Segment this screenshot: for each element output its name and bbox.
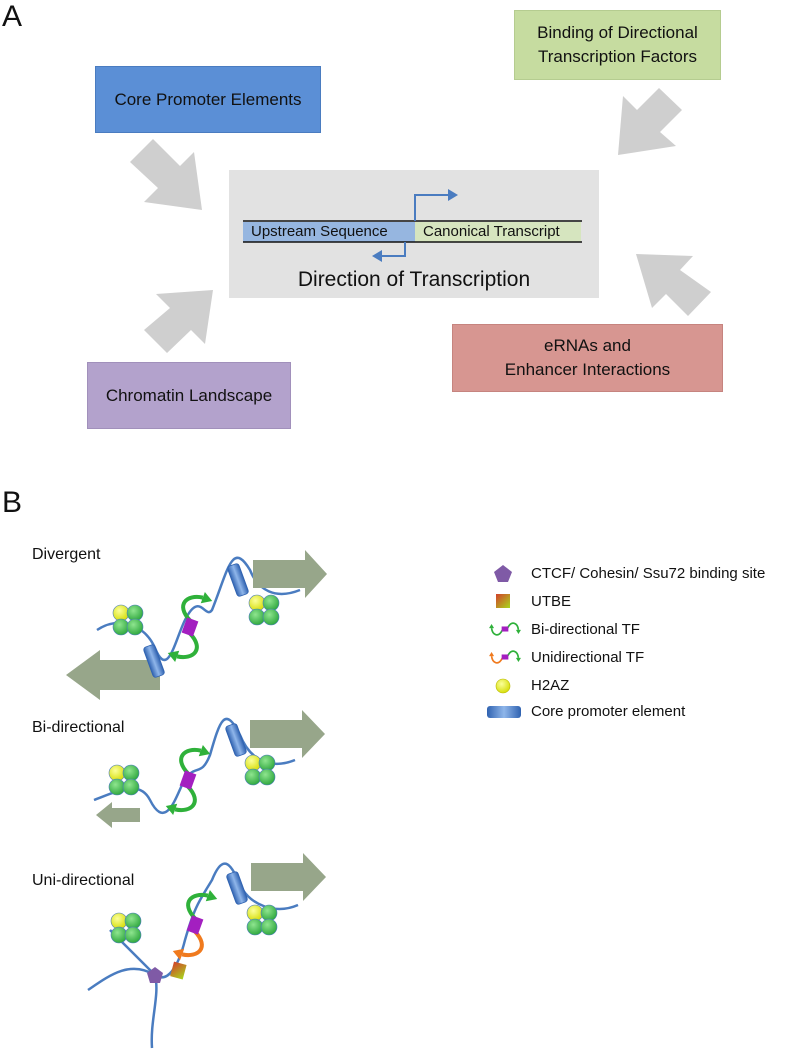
mode-label-bidirectional: Bi-directional — [32, 719, 125, 736]
canonical-transcript-bar: Canonical Transcript — [415, 222, 581, 242]
uni-tf-legend-icon — [488, 650, 522, 664]
legend-label-bi-tf: Bi-directional TF — [531, 621, 640, 638]
transcription-arrow-small — [96, 802, 140, 828]
bi-tf-icon — [161, 584, 219, 670]
legend-label-uni-tf: Unidirectional TF — [531, 649, 645, 666]
core-promoter-icon — [226, 562, 250, 598]
transcription-arrow-right — [250, 710, 325, 758]
uni-tf-icon — [166, 882, 224, 968]
transcription-arrow-left — [66, 650, 160, 700]
legend-label-utbe: UTBE — [531, 593, 572, 610]
unidirectional-diagram — [87, 853, 326, 1049]
sequence-lines — [243, 220, 582, 243]
gradient-square-icon — [496, 594, 510, 608]
binding-tf-box: Binding of Directional Transcription Fac… — [514, 10, 721, 80]
bidirectional-diagram — [93, 710, 325, 828]
cylinder-icon — [487, 706, 521, 718]
nucleosome-icon — [108, 764, 140, 796]
pentagon-icon — [494, 565, 512, 582]
legend-label-h2az: H2AZ — [531, 677, 570, 694]
panel-b-label: B — [2, 486, 23, 519]
nucleosome-icon — [246, 904, 278, 936]
core-promoter-box: Core Promoter Elements — [95, 66, 321, 133]
bi-tf-icon — [159, 737, 217, 823]
core-promoter-icon — [225, 870, 249, 906]
core-promoter-icon — [224, 722, 248, 758]
transcription-arrow-right — [251, 853, 326, 901]
arrow-erna — [636, 254, 711, 316]
arrow-core-promoter — [130, 139, 202, 210]
transcription-arrow-right — [253, 550, 327, 598]
chromatin-landscape-box: Chromatin Landscape — [87, 362, 291, 429]
tss-reverse-arrowhead — [372, 250, 382, 262]
bi-tf-legend-icon — [488, 622, 522, 636]
direction-title: Direction of Transcription — [297, 268, 531, 291]
ctcf-pentagon-icon — [147, 967, 163, 983]
nucleosome-icon — [248, 594, 280, 626]
legend-label-ctcf: CTCF/ Cohesin/ Ssu72 binding site — [531, 565, 766, 582]
upstream-sequence-bar: Upstream Sequence — [243, 222, 415, 242]
panel-a-label: A — [2, 0, 23, 33]
tss-arrows — [380, 194, 450, 257]
direction-center-box: Upstream Sequence Canonical Transcript D… — [229, 170, 599, 298]
erna-enhancer-box: eRNAs and Enhancer Interactions — [452, 324, 723, 392]
dna-strand — [109, 929, 158, 1049]
mode-label-unidirectional: Uni-directional — [32, 872, 135, 889]
legend-label-core-promoter: Core promoter element — [531, 703, 686, 720]
arrow-chromatin — [144, 290, 213, 353]
nucleosome-icon — [244, 754, 276, 786]
divergent-diagram — [66, 550, 327, 700]
tss-forward-arrowhead — [448, 189, 458, 201]
yellow-circle-icon — [495, 678, 511, 694]
nucleosome-icon — [112, 604, 144, 636]
mode-label-divergent: Divergent — [32, 546, 101, 563]
arrow-binding-tf — [618, 88, 682, 155]
legend-icons — [487, 565, 522, 718]
nucleosome-icon — [110, 912, 142, 944]
utbe-icon — [170, 961, 187, 980]
